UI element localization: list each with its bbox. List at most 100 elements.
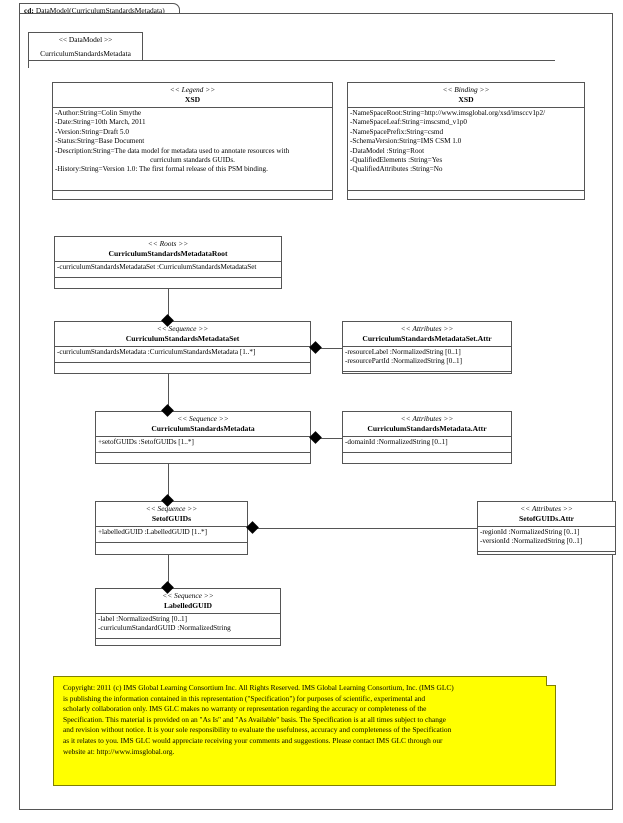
copyright-line: is publishing the information contained … [63,693,426,703]
class-binding-xsd[interactable]: << Binding >> XSD -NameSpaceRoot:String=… [347,82,585,200]
class-setofguids[interactable]: << Sequence >> SetofGUIDs +labelledGUID … [95,501,248,555]
class-stereotype: << Legend >> [169,85,216,94]
class-attributes: -NameSpaceRoot:String=http://www.imsglob… [348,108,584,191]
class-header: << Sequence >> LabelledGUID [96,589,280,614]
diagram-tab-prefix: cd: [24,5,34,15]
class-header: << Attributes >> CurriculumStandardsMeta… [343,412,511,437]
package-body-divider [28,60,555,62]
attribute-row: +setofGUIDs :SetofGUIDs [1..*] [98,438,194,446]
class-stereotype: << Attributes >> [400,324,454,333]
attribute-row: -NameSpaceLeaf:String=imscsmd_v1p0 [350,118,468,127]
attribute-row: -NameSpaceRoot:String=http://www.imsglob… [350,109,546,117]
class-header: << Legend >> XSD [53,83,332,108]
class-header: << Attributes >> SetofGUIDs.Attr [478,502,615,527]
class-setofguids-attr[interactable]: << Attributes >> SetofGUIDs.Attr -region… [477,501,616,555]
attribute-row: -DataModel :String=Root [350,146,425,155]
class-attributes: -label :NormalizedString [0..1] -curricu… [96,614,280,639]
class-attributes: +setofGUIDs :SetofGUIDs [1..*] [96,437,310,453]
package-name: CurriculumStandardsMetadata [40,49,131,58]
attribute-row: -label :NormalizedString [0..1] [98,615,188,623]
copyright-line: Specification. This material is provided… [63,714,446,724]
copyright-line: and revision without notice. It is your … [63,725,452,735]
copyright-line: Copyright: 2011 (c) IMS Global Learning … [63,683,454,692]
class-name: CurriculumStandardsMetadata [151,424,255,433]
class-attributes: -curriculumStandardsMetadataSet :Curricu… [55,262,281,278]
connector-setofguids-to-labelledguid [168,555,169,588]
class-name: CurriculumStandardsMetadataSet.Attr [362,334,492,343]
copyright-line: as it relates to you. IMS GLC would appr… [63,735,443,745]
class-curriculumstandardsmetadataset[interactable]: << Sequence >> CurriculumStandardsMetada… [54,321,311,374]
class-operations [53,191,332,203]
class-attributes: -domainId :NormalizedString [0..1] [343,437,511,453]
attribute-row: +labelledGUID :LabelledGUID [1..*] [98,528,208,536]
attribute-row: -NameSpacePrefix:String=csmd [350,127,444,136]
class-curriculumstandardsmetadataset-attr[interactable]: << Attributes >> CurriculumStandardsMeta… [342,321,512,374]
class-stereotype: << Attributes >> [400,414,454,423]
attribute-row-continued: curriculum standards GUIDs. [150,156,235,165]
attribute-row: -resourceLabel :NormalizedString [0..1] [345,348,461,356]
class-labelledguid[interactable]: << Sequence >> LabelledGUID -label :Norm… [95,588,281,646]
class-operations [96,543,247,555]
copyright-line: website at: http://www.imsglobal.org. [63,746,175,756]
attribute-row: -versionId :NormalizedString [0..1] [480,537,583,546]
class-attributes: -curriculumStandardsMetadata :Curriculum… [55,347,310,363]
class-header: << Sequence >> CurriculumStandardsMetada… [55,322,310,347]
class-header: << Roots >> CurriculumStandardsMetadataR… [55,237,281,262]
attribute-row: -QualifiedAttributes :String=No [350,165,443,174]
class-name: SetofGUIDs.Attr [518,514,575,523]
class-curriculumstandardsmetadata-attr[interactable]: << Attributes >> CurriculumStandardsMeta… [342,411,512,464]
class-attributes: -regionId :NormalizedString [0..1] -vers… [478,527,615,552]
package-body-edge [28,60,30,68]
class-operations [96,453,310,465]
attribute-row: -resourcePartId :NormalizedString [0..1] [345,357,462,366]
attribute-row: -curriculumStandardGUID :NormalizedStrin… [98,624,231,633]
class-stereotype: << Sequence >> [162,591,214,600]
class-name: SetofGUIDs [151,514,192,523]
package-datamodel: << DataModel >> CurriculumStandardsMetad… [28,32,143,61]
connector-set-to-metadata [168,374,169,411]
attribute-row: -curriculumStandardsMetadata :Curriculum… [57,348,256,356]
class-stereotype: << Binding >> [442,85,490,94]
attribute-row: -Version:String=Draft 5.0 [55,127,129,136]
class-operations [478,552,615,556]
class-name: CurriculumStandardsMetadata.Attr [367,424,487,433]
attribute-row: -QualifiedElements :String=Yes [350,156,443,165]
class-operations [348,191,584,203]
class-attributes: -Author:String=Colin Smythe -Date:String… [53,108,332,191]
class-stereotype: << Roots >> [147,239,189,248]
class-name: CurriculumStandardsMetadataSet [125,334,240,343]
diagram-tab: cd: DataModel(CurriculumStandardsMetadat… [19,3,180,16]
class-header: << Sequence >> CurriculumStandardsMetada… [96,412,310,437]
class-header: << Attributes >> CurriculumStandardsMeta… [343,322,511,347]
attribute-row: -domainId :NormalizedString [0..1] [345,438,448,446]
attribute-row: -History:String=Version 1.0: The first f… [55,165,268,174]
note-fold-corner [546,676,556,686]
package-stereotype: << DataModel >> [58,35,113,44]
class-name: LabelledGUID [163,601,213,610]
class-attributes: +labelledGUID :LabelledGUID [1..*] [96,527,247,543]
class-stereotype: << Attributes >> [520,504,573,513]
class-curriculumstandardsmetadataroot[interactable]: << Roots >> CurriculumStandardsMetadataR… [54,236,282,289]
connector-metadata-to-metaattr [311,438,342,439]
copyright-line: scholarly collaboration only. IMS GLC ma… [63,704,427,714]
class-legend-xsd[interactable]: << Legend >> XSD -Author:String=Colin Sm… [52,82,333,200]
attribute-row: -Author:String=Colin Smythe [55,109,142,117]
attribute-row: -curriculumStandardsMetadataSet :Curricu… [57,263,257,271]
attribute-row: -Description:String=The data model for m… [55,146,290,155]
attribute-row: -regionId :NormalizedString [0..1] [480,528,580,536]
class-header: << Binding >> XSD [348,83,584,108]
copyright-note: Copyright: 2011 (c) IMS Global Learning … [53,676,556,786]
class-attributes: -resourceLabel :NormalizedString [0..1] … [343,347,511,372]
class-name: CurriculumStandardsMetadataRoot [108,249,228,258]
class-operations [343,453,511,465]
package-header: << DataModel >> CurriculumStandardsMetad… [28,32,143,61]
attribute-row: -Date:String=10th March, 2011 [55,118,146,127]
class-stereotype: << Sequence >> [156,324,209,333]
class-stereotype: << Sequence >> [177,414,229,423]
class-operations [96,639,280,651]
connector-metadata-to-setofguids [168,464,169,501]
class-curriculumstandardsmetadata[interactable]: << Sequence >> CurriculumStandardsMetada… [95,411,311,464]
attribute-row: -Status:String=Base Document [55,137,145,146]
class-name: XSD [184,95,201,104]
connector-root-to-set [168,289,169,321]
